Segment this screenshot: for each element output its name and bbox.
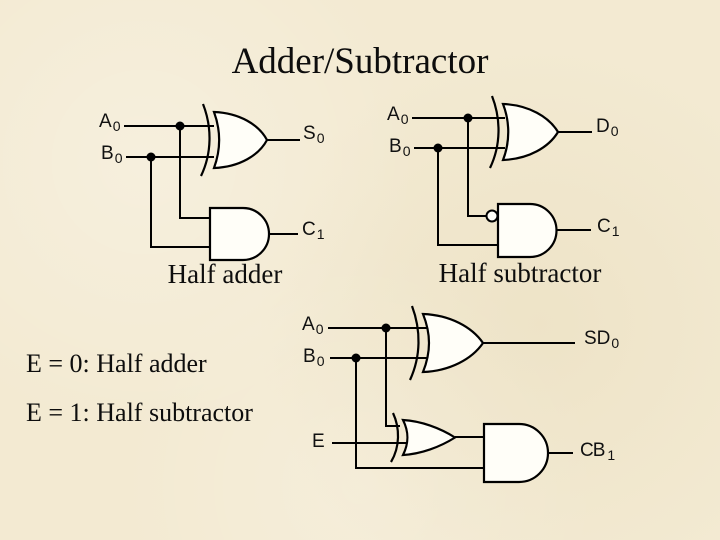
- half-subtractor-caption: Half subtractor: [438, 258, 602, 288]
- xor-gate-small: [401, 418, 458, 457]
- not-bubble: [485, 209, 499, 223]
- half-adder-caption: Half adder: [167, 259, 283, 289]
- label-hs-diff: D0: [596, 116, 619, 139]
- and-gate: [208, 206, 271, 262]
- junction-dot: [463, 113, 473, 123]
- combined-circuit: [328, 305, 575, 484]
- label-ha-input-a: A0: [99, 111, 121, 134]
- label-hs-input-a: A0: [387, 104, 409, 127]
- label-hs-borrow: C1: [597, 216, 620, 239]
- half-adder-circuit: [124, 103, 300, 262]
- label-cmb-sumdiff: SD0: [584, 328, 620, 351]
- label-cmb-input-a: A0: [302, 314, 324, 337]
- junction-dot: [381, 323, 391, 333]
- label-hs-input-b: B0: [389, 136, 411, 159]
- junction-dot: [433, 143, 443, 153]
- label-cmb-input-e: E: [312, 431, 325, 452]
- xor-input-arc: [489, 95, 500, 169]
- label-ha-sum: S0: [303, 123, 325, 146]
- note-e0: E = 0: Half adder: [26, 349, 207, 378]
- xor-input-arc: [200, 103, 211, 177]
- and-gate: [496, 202, 558, 259]
- half-adder-wires: [124, 125, 300, 248]
- xor-input-arc-small: [390, 412, 400, 463]
- combined-wires: [328, 327, 575, 469]
- xor-gate: [421, 312, 485, 374]
- half-subtractor-wires: [412, 117, 592, 246]
- xor-input-arc: [408, 305, 420, 381]
- junction-dot: [175, 121, 185, 131]
- junction-dot: [351, 353, 361, 363]
- slide-title: Adder/Subtractor: [231, 41, 489, 82]
- xor-gate: [501, 102, 560, 162]
- label-ha-input-b: B0: [101, 143, 123, 166]
- label-cmb-input-b: B0: [303, 346, 325, 369]
- xor-gate: [212, 110, 269, 170]
- junction-dot: [146, 152, 156, 162]
- label-ha-carry: C1: [302, 219, 325, 242]
- and-gate: [482, 422, 550, 484]
- note-e1: E = 1: Half subtractor: [26, 398, 253, 427]
- half-subtractor-circuit: [412, 95, 592, 259]
